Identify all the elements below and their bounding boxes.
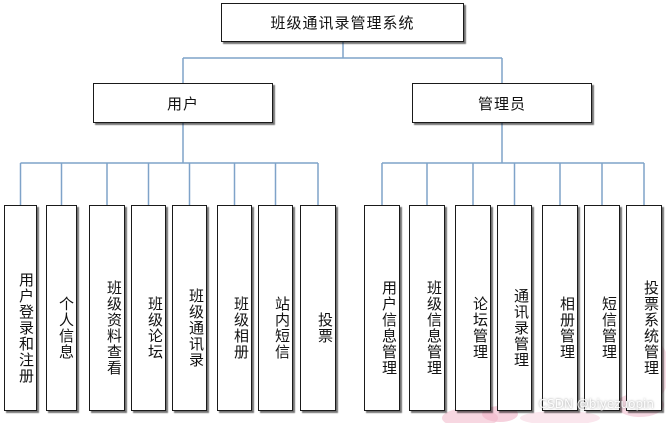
branch-label: 管理员: [477, 94, 526, 113]
branch-label: 用户: [166, 94, 199, 113]
leaf-node: 个人信息: [46, 205, 77, 411]
leaf-node: 班级资料查看: [89, 205, 125, 411]
leaf-node: 班级论坛: [131, 205, 166, 411]
leaf-node: 投票: [300, 205, 336, 411]
leaf-node: 投票系统管理: [626, 205, 662, 411]
leaf-node: 班级相册: [217, 205, 252, 411]
root-node: 班级通讯录管理系统: [221, 3, 464, 42]
leaf-node: 论坛管理: [455, 205, 491, 411]
leaf-node: 短信管理: [584, 205, 620, 411]
branch-node-admin: 管理员: [412, 83, 592, 123]
leaf-node: 班级通讯录: [172, 205, 207, 411]
leaf-node: 站内短信: [258, 205, 293, 411]
leaf-node: 相册管理: [542, 205, 578, 411]
root-label: 班级通讯录管理系统: [270, 14, 415, 32]
leaf-node: 用户信息管理: [364, 205, 400, 411]
leaf-node: 通讯录管理: [497, 205, 532, 411]
leaf-node: 班级信息管理: [409, 205, 445, 411]
watermark: CSDN @biyezuopin: [538, 397, 654, 411]
branch-node-user: 用户: [93, 83, 273, 123]
leaf-node: 用户登录和注册: [4, 205, 37, 411]
